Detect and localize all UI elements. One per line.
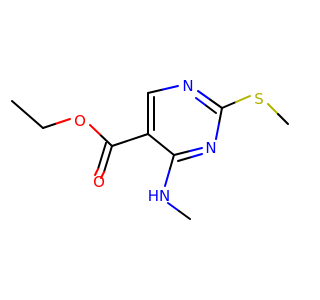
bond-c4-nh-a	[168, 154, 175, 172]
bond-c2-s-a	[221, 101, 237, 109]
bond-ch2-o-b	[55, 118, 71, 125]
bond-c6-n1-a	[147, 88, 164, 94]
atom-label-nh-amine: HN	[148, 187, 171, 205]
bond-layer	[11, 85, 289, 220]
bond-c4-nh-b	[164, 169, 171, 187]
bond-n1-c2-inner-b	[205, 104, 217, 114]
bond-n1-c2-b	[209, 98, 223, 109]
bond-c2-n3-b	[215, 122, 220, 140]
bond-c-o-double-2b	[94, 168, 99, 176]
atom-label-o-ester: O	[74, 112, 86, 130]
bond-c4-c5	[147, 133, 175, 156]
bond-s-ch3-a	[267, 103, 279, 115]
bond-c2-n3-a	[218, 107, 223, 125]
atom-label-n-ring-bottom: N	[205, 139, 216, 157]
bond-c6-n1-b	[162, 85, 179, 91]
bond-nh-ch3-b	[178, 210, 191, 220]
atom-label-s-thio: S	[254, 90, 264, 108]
bond-n1-c2-inner-a	[195, 97, 207, 107]
bond-n3-c4-a	[187, 147, 203, 153]
bond-c-o-double-1b	[100, 171, 105, 179]
bond-ch3-ch2	[11, 100, 44, 129]
bond-ccarbonyl-c5	[111, 133, 149, 147]
bond-n3-c4-inner-b	[177, 156, 191, 162]
bond-n3-c4-inner-a	[189, 153, 203, 159]
bond-ch2-o-a	[42, 122, 58, 129]
bond-n1-c2-a	[197, 90, 211, 101]
atom-label-layer: N N S O O HN	[74, 77, 264, 205]
bond-n3-c4-b	[173, 150, 189, 156]
bond-nh-ch3-a	[167, 202, 180, 212]
bond-s-ch3-b	[277, 113, 289, 125]
atom-label-o-carbonyl: O	[93, 173, 105, 191]
bond-o-ccarbonyl-a	[89, 124, 102, 137]
atom-label-n-ring-top: N	[182, 77, 193, 95]
bond-o-ccarbonyl-b	[100, 134, 113, 147]
molecule-structure: N N S O O HN	[11, 77, 289, 220]
bond-c2-s-b	[235, 95, 251, 103]
bond-c-o-double-1a	[103, 145, 113, 173]
bond-c-o-double-2a	[97, 142, 107, 170]
